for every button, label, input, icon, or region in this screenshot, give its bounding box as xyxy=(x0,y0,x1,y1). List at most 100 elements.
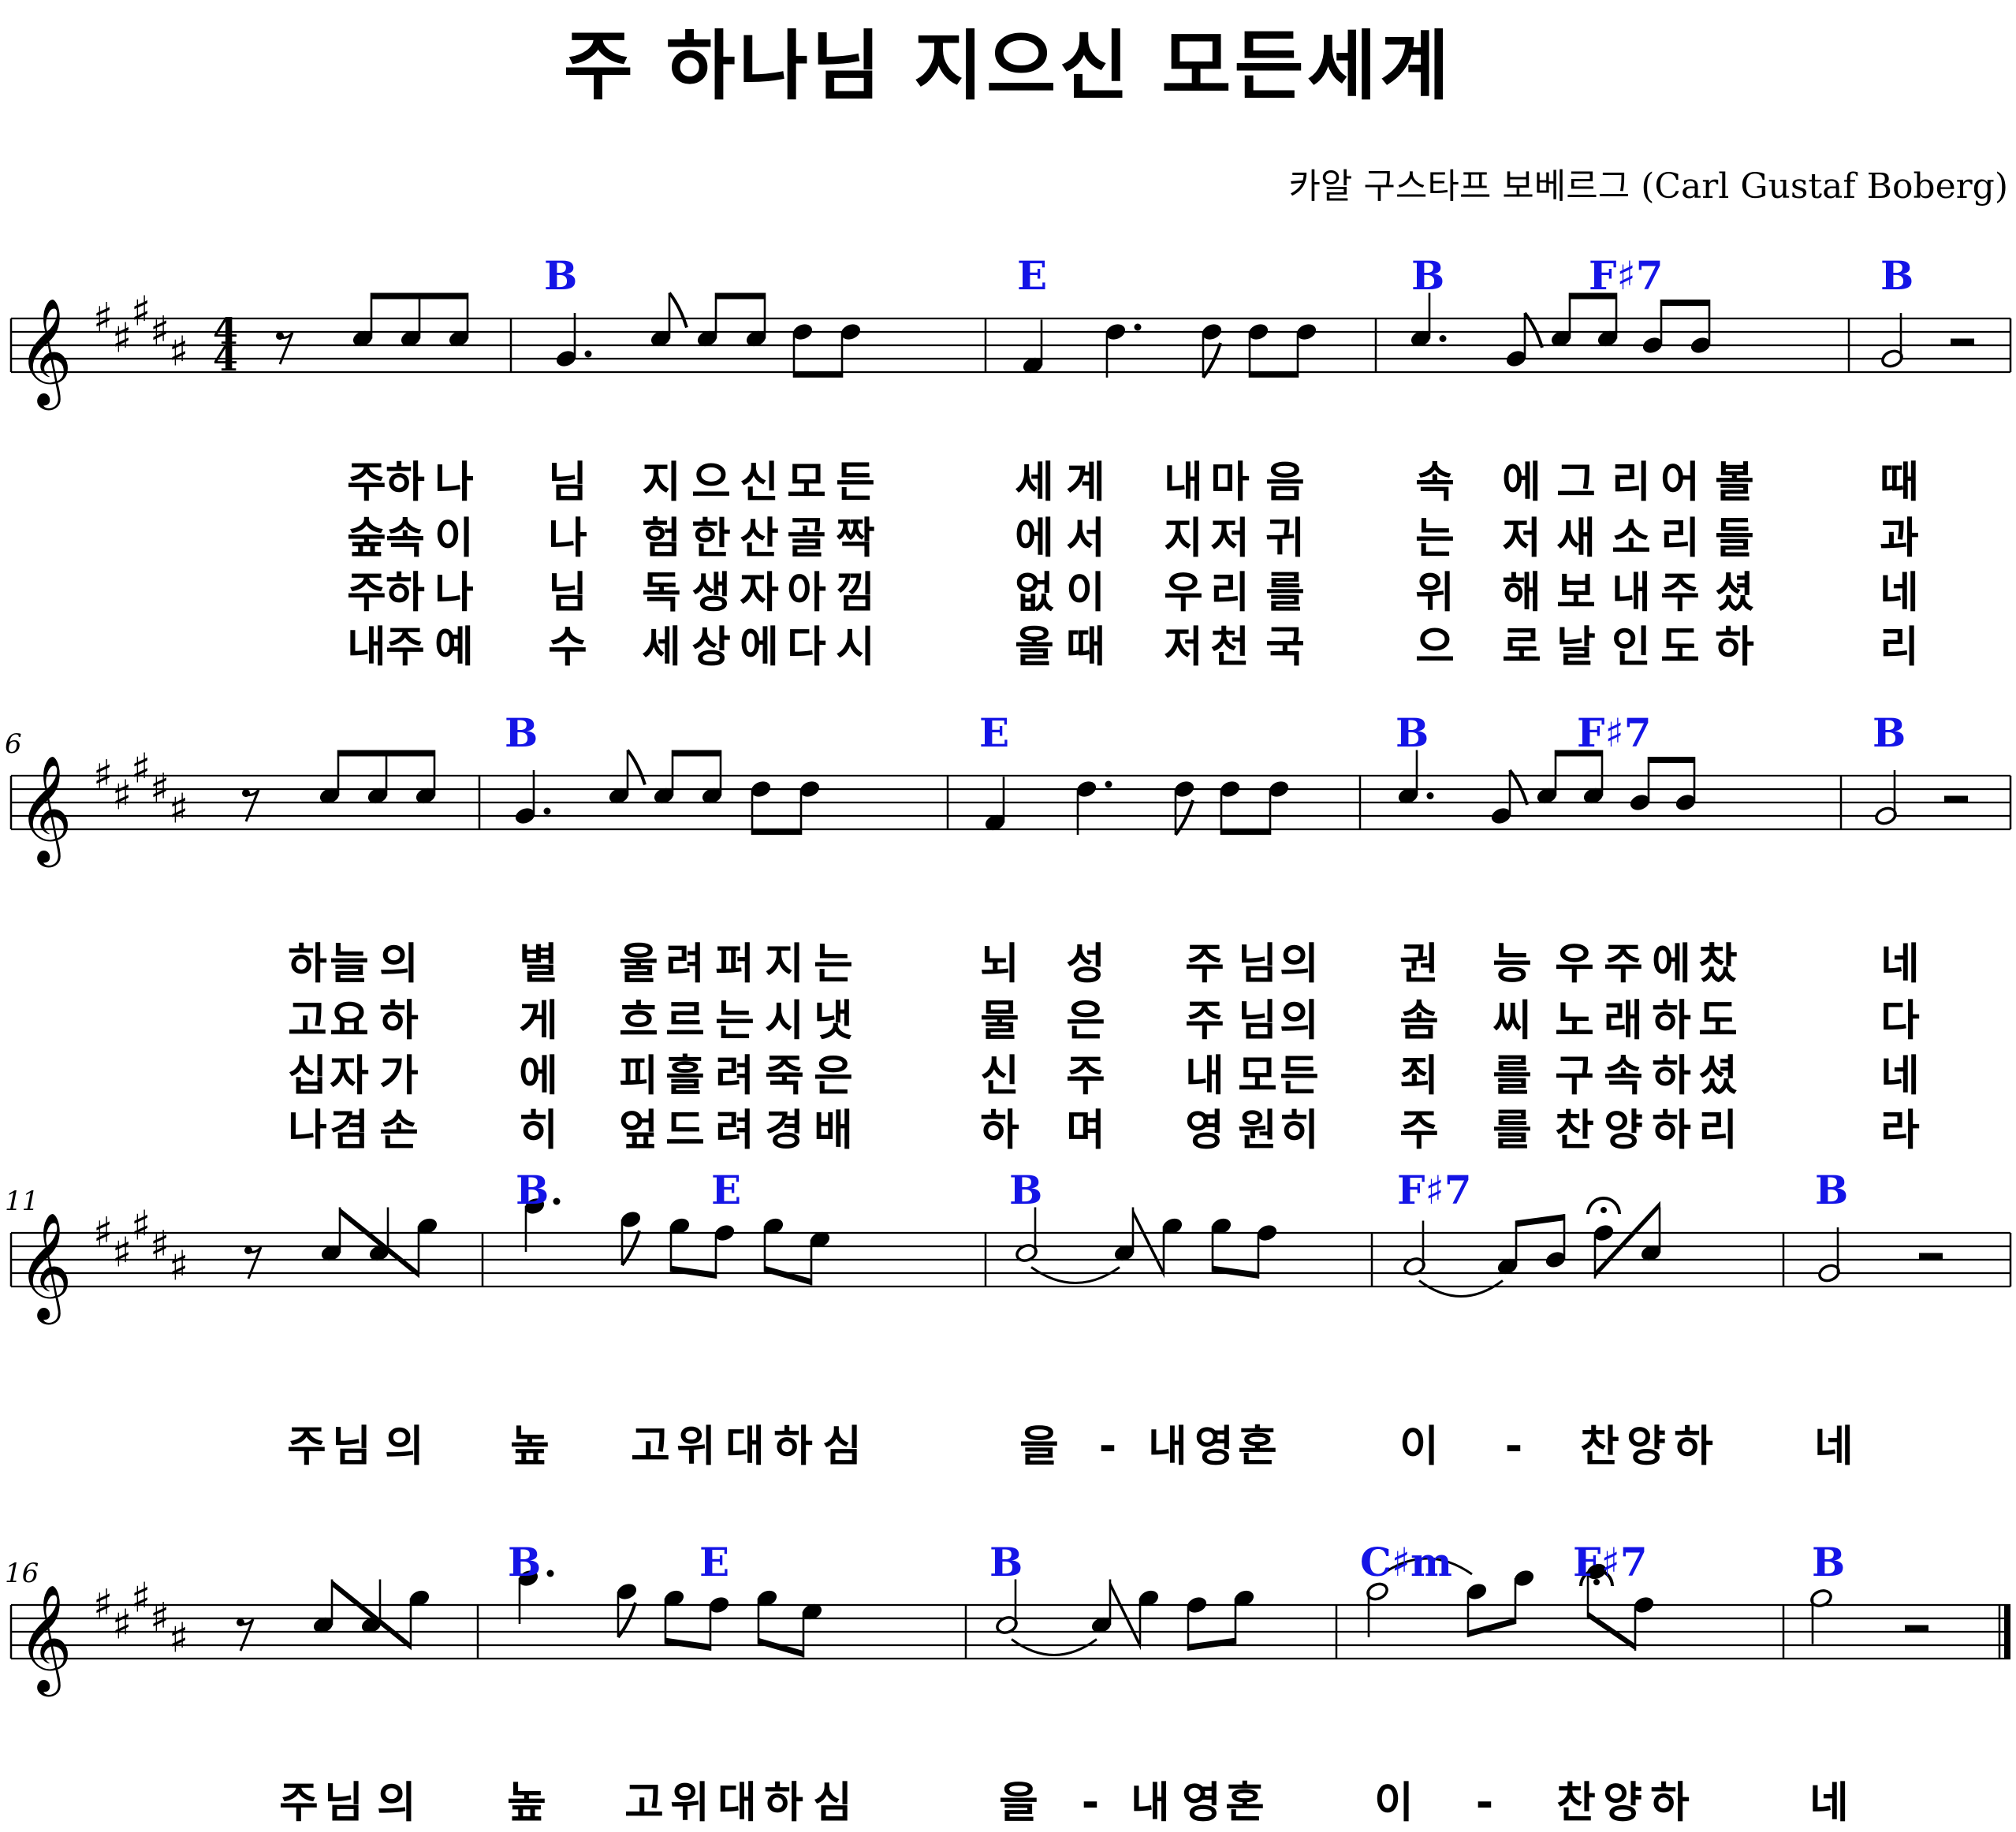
lyric-syllable: 려 xyxy=(715,1105,755,1155)
note-head xyxy=(709,1597,729,1613)
lyric-syllable: 하 xyxy=(773,1421,813,1471)
note-flag xyxy=(626,749,647,786)
note-head xyxy=(409,1590,430,1607)
lyric-syllable: 에 xyxy=(740,622,779,672)
half-rest xyxy=(1905,1625,1928,1633)
lyric-syllable: 죄 xyxy=(1399,1051,1439,1100)
fermata-icon xyxy=(1586,1197,1621,1215)
lyric-syllable: 하 xyxy=(288,939,327,989)
note-head xyxy=(1675,795,1696,810)
measure-number: 11 xyxy=(5,1186,39,1217)
lyric-syllable: 영 xyxy=(1194,1421,1234,1471)
eighth-rest-stroke xyxy=(239,1618,255,1651)
lyric-syllable: - xyxy=(1504,1421,1523,1471)
tie xyxy=(1418,1279,1504,1298)
note-head xyxy=(802,1603,822,1620)
lyric-syllable: 국 xyxy=(1265,622,1305,672)
lyric-syllable: 주 xyxy=(1660,568,1700,617)
lyric-syllable: 는 xyxy=(1415,513,1455,563)
lyric-syllable: 고 xyxy=(288,996,327,1045)
sharp-icon: ♯ xyxy=(93,752,113,799)
lyric-syllable: 내 xyxy=(347,622,386,672)
fermata-dot xyxy=(1601,1207,1607,1213)
chord-symbol: B xyxy=(1880,252,1914,299)
lyric-syllable: 리 xyxy=(1880,622,1919,672)
lyric-syllable: 네 xyxy=(1814,1421,1854,1471)
lyric-syllable: 세 xyxy=(642,622,681,672)
lyric-syllable: 하 xyxy=(1652,996,1691,1045)
lyric-syllable: 히 xyxy=(519,1105,558,1155)
lyric-syllable: 울 xyxy=(619,939,658,989)
lyric-syllable: 려 xyxy=(715,1051,755,1100)
note-head xyxy=(1296,324,1317,340)
tie xyxy=(1381,1557,1473,1576)
note-head xyxy=(1174,781,1194,797)
note-flag xyxy=(620,1230,641,1267)
lyric-syllable: 님 xyxy=(1238,996,1277,1045)
beam xyxy=(751,828,802,835)
lyric-syllable: 속 xyxy=(386,513,425,563)
staff-system: 𝄞♯♯♯♯♯44 xyxy=(9,289,2012,410)
lyric-syllable: 으 xyxy=(691,457,731,507)
beam xyxy=(1467,1618,1516,1637)
lyric-syllable: 를 xyxy=(1492,1105,1532,1155)
lyric-syllable: 독 xyxy=(642,568,681,617)
sharp-icon: ♯ xyxy=(131,289,151,336)
beam xyxy=(1587,1610,1636,1651)
chord-symbol: B xyxy=(989,1539,1023,1585)
lyric-syllable: 들 xyxy=(1715,513,1754,563)
lyric-syllable: 님 xyxy=(1238,939,1277,989)
lyric-syllable: 우 xyxy=(1555,939,1594,989)
note-head xyxy=(792,324,813,340)
lyric-syllable: 능 xyxy=(1492,939,1532,989)
lyric-syllable: 냇 xyxy=(814,996,853,1045)
note-head xyxy=(985,814,1005,831)
lyric-syllable: 상 xyxy=(691,622,731,672)
lyric-syllable: 나 xyxy=(548,513,587,563)
lyric-syllable: 님 xyxy=(324,1778,363,1827)
lyric-syllable: 높 xyxy=(510,1421,550,1471)
note-head xyxy=(650,330,671,347)
lyric-syllable: 심 xyxy=(822,1421,862,1471)
lyric-syllable: 주 xyxy=(386,622,425,672)
sharp-icon: ♯ xyxy=(93,1581,113,1629)
lyric-syllable: 내 xyxy=(1148,1421,1187,1471)
treble-clef-icon: 𝄞 xyxy=(17,1211,73,1324)
beam xyxy=(1132,1207,1165,1279)
note-head xyxy=(763,1218,784,1234)
lyric-syllable: 별 xyxy=(519,939,558,989)
note-head xyxy=(620,1212,641,1227)
lyric-syllable: 구 xyxy=(1555,1051,1594,1100)
note-flag xyxy=(1174,799,1194,836)
note-head xyxy=(664,1590,684,1607)
dot xyxy=(553,1197,561,1205)
beam xyxy=(1515,1214,1565,1227)
note-flag xyxy=(617,1602,637,1639)
measure-number: 16 xyxy=(5,1558,39,1589)
time-signature-digit: 4 xyxy=(213,337,238,379)
sharp-icon: ♯ xyxy=(131,1203,151,1250)
lyric-syllable: 계 xyxy=(1066,457,1105,507)
lyric-syllable: 을 xyxy=(1019,1421,1059,1471)
note-head xyxy=(617,1584,637,1599)
lyric-syllable: 주 xyxy=(347,568,386,617)
sharp-icon: ♯ xyxy=(131,746,151,793)
lyric-syllable: 우 xyxy=(1164,568,1203,617)
lyric-syllable: 다 xyxy=(787,622,826,672)
lyric-syllable: 주 xyxy=(1399,1105,1439,1155)
dot xyxy=(1105,780,1112,788)
lyric-syllable: 나 xyxy=(434,457,474,507)
lyric-syllable: 의 xyxy=(379,939,419,989)
note-head xyxy=(321,1245,341,1261)
beam xyxy=(1212,1265,1259,1279)
lyric-syllable: 리 xyxy=(1660,513,1700,563)
eighth-rest-stroke xyxy=(278,332,294,365)
lyric-syllable: 를 xyxy=(1265,568,1305,617)
note-head xyxy=(417,1218,438,1234)
lyric-syllable: 주 xyxy=(1185,996,1224,1045)
lyric-syllable: 천 xyxy=(1210,622,1250,672)
lyric-syllable: 시 xyxy=(836,622,875,672)
half-rest xyxy=(1944,795,1968,803)
lyric-syllable: 생 xyxy=(691,568,731,617)
